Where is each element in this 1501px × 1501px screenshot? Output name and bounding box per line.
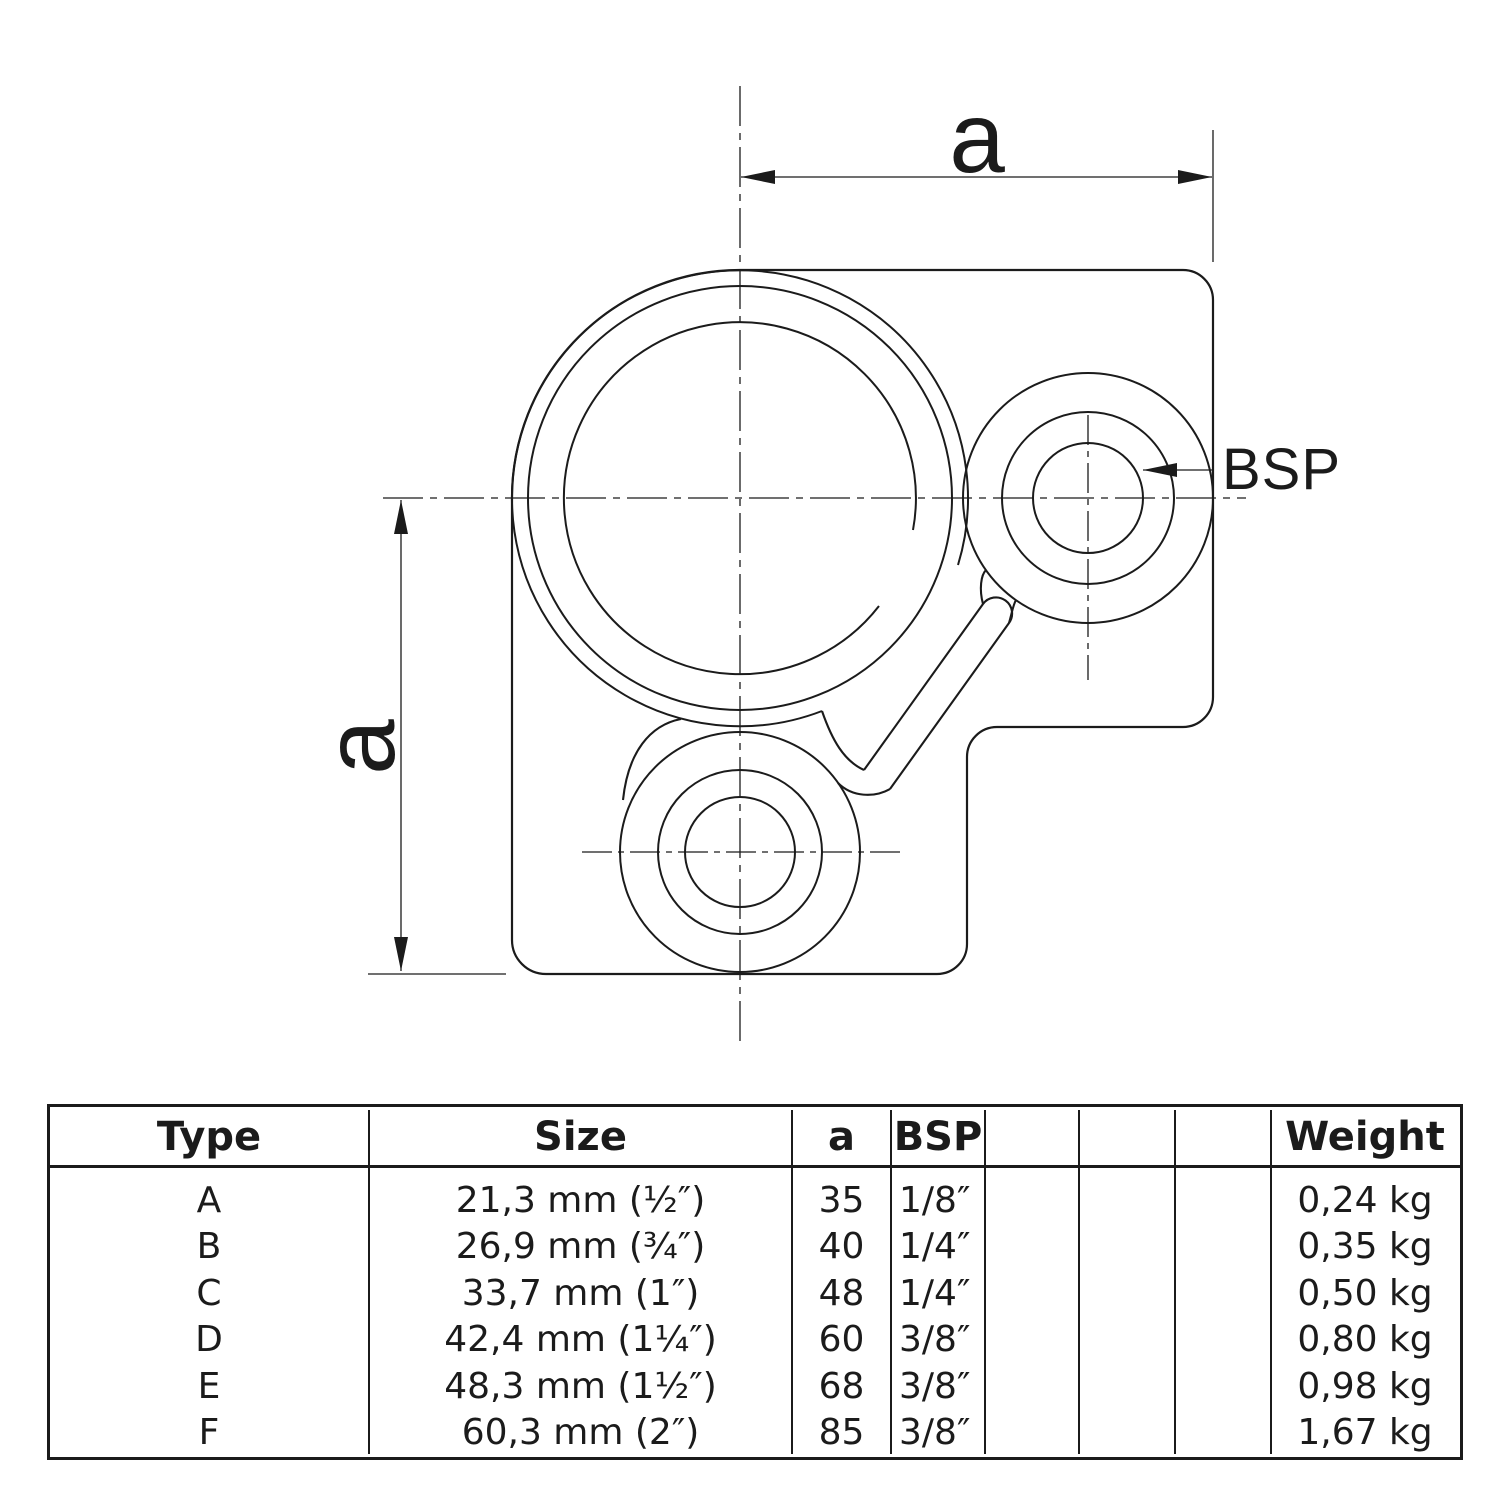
table-border (47, 1104, 1463, 1460)
cell-bsp: 1/4″ (899, 1226, 971, 1267)
cell-size: 42,4 mm (1¼″) (444, 1319, 717, 1360)
column-weight: Weight 0,24 kg 0,35 kg 0,50 kg 0,80 kg 0… (1272, 1110, 1458, 1454)
bsp-label: BSP (1222, 437, 1341, 502)
cell-bsp: 1/4″ (899, 1273, 971, 1314)
column-a: a 35 40 48 60 68 85 (793, 1110, 892, 1454)
cell-weight: 0,80 kg (1297, 1319, 1433, 1360)
cell-bsp: 3/8″ (899, 1366, 971, 1407)
cell-weight: 0,24 kg (1297, 1180, 1433, 1221)
dimension-label-top: a (949, 82, 1005, 194)
cell-a: 68 (818, 1366, 865, 1407)
main-socket-circles (511, 269, 969, 728)
cell-type: C (196, 1273, 222, 1314)
right-boss-lobe (962, 372, 1214, 624)
table-header-underline (50, 1165, 1460, 1168)
cell-weight: 0,35 kg (1297, 1226, 1433, 1267)
cell-type: F (198, 1412, 220, 1453)
header-bsp: BSP (893, 1114, 983, 1160)
fillet-bar-to-right-lobe-upper (979, 569, 987, 605)
cell-size: 33,7 mm (1″) (461, 1273, 700, 1314)
column-size: Size 21,3 mm (½″) 26,9 mm (¾″) 33,7 mm (… (370, 1110, 793, 1454)
cell-weight: 1,67 kg (1297, 1412, 1433, 1453)
cell-type: E (197, 1366, 221, 1407)
fillet-bar-to-right-lobe-lower (1007, 599, 1017, 624)
header-weight: Weight (1285, 1114, 1445, 1160)
column-empty-3 (1176, 1110, 1272, 1454)
clamp-lug (621, 569, 1017, 801)
cell-type: A (196, 1180, 222, 1221)
column-type: Type A B C D E F (50, 1110, 370, 1454)
cell-a: 35 (818, 1180, 865, 1221)
dimension-label-left: a (304, 719, 416, 775)
cell-weight: 0,98 kg (1297, 1366, 1433, 1407)
bottom-boss-hole (684, 796, 796, 908)
arrowhead-left-up (394, 500, 408, 534)
cell-size: 21,3 mm (½″) (455, 1180, 706, 1221)
header-size: Size (534, 1114, 627, 1160)
right-boss-middle (1001, 411, 1175, 585)
cell-a: 85 (818, 1412, 865, 1453)
fillet-outer-to-bar (821, 710, 865, 771)
cell-bsp: 3/8″ (899, 1319, 971, 1360)
main-ring-circle (527, 285, 953, 711)
cell-a: 40 (818, 1226, 865, 1267)
cell-size: 26,9 mm (¾″) (455, 1226, 706, 1267)
lug-bar (863, 596, 1014, 790)
cell-bsp: 3/8″ (899, 1412, 971, 1453)
cell-type: D (195, 1319, 223, 1360)
bottom-boss-middle (657, 769, 823, 935)
right-boss-circles (962, 372, 1214, 624)
cell-weight: 0,50 kg (1297, 1273, 1433, 1314)
column-empty-1 (986, 1110, 1080, 1454)
arrowhead-bsp (1143, 463, 1177, 477)
fillet-outer-to-bottom-lobe-left (621, 717, 682, 801)
arrowhead-top-right (1178, 170, 1212, 184)
main-outer-arc (511, 269, 969, 728)
main-bore-arc (562, 321, 917, 676)
cell-size: 48,3 mm (1½″) (444, 1366, 717, 1407)
arrowhead-top-left (741, 170, 775, 184)
cell-a: 48 (818, 1273, 865, 1314)
cell-bsp: 1/8″ (899, 1180, 971, 1221)
header-type: Type (156, 1114, 262, 1160)
cell-a: 60 (818, 1319, 865, 1360)
arrowhead-left-down (394, 937, 408, 971)
cell-type: B (196, 1226, 222, 1267)
column-bsp: BSP 1/8″ 1/4″ 1/4″ 3/8″ 3/8″ 3/8″ (892, 1110, 986, 1454)
dimension-lines (368, 130, 1214, 975)
header-a: a (828, 1114, 855, 1160)
dimension-arrowheads (394, 170, 1212, 971)
bottom-boss-lobe (619, 731, 861, 973)
right-boss-hole (1032, 442, 1144, 554)
column-empty-2 (1080, 1110, 1176, 1454)
cell-size: 60,3 mm (2″) (461, 1412, 700, 1453)
centerlines (383, 86, 1246, 1043)
fillet-bar-to-bottom-lobe (837, 782, 891, 796)
bottom-boss-circles (619, 731, 861, 973)
